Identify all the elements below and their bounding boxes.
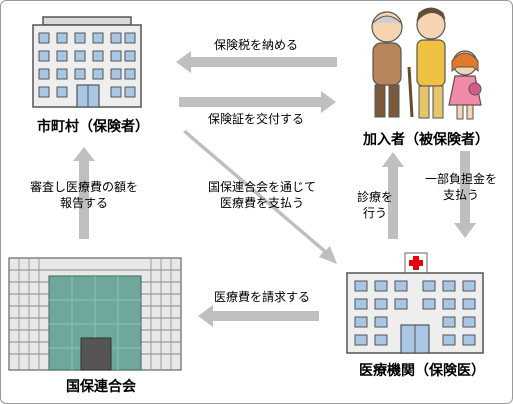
arrow-treatment [382,152,404,239]
treatment-label: 診療を 行う [356,190,393,220]
insured-family-icon [357,5,487,123]
hospital-label: 医療機関（保険医） [359,363,485,379]
insured-label: 加入者（被保険者） [363,132,489,148]
arrow-copay [454,151,476,238]
arrow-pay-tax [176,51,337,73]
claim-label: 医療費を請求する [213,290,310,304]
municipality-building-icon [29,13,145,111]
federation-building-icon [7,256,183,374]
pay-tax-label: 保険税を納める [213,38,298,52]
arrow-pay-via-federation [183,130,337,264]
arrow-report [73,147,95,239]
pay-via-federation-label: 国保連合会を通じて 医療費を支払う [207,180,316,210]
arrow-issue-card [179,91,336,113]
arrow-claim [198,305,319,327]
copay-label: 一部負担金を 支払う [424,172,497,202]
federation-label: 国保連合会 [66,379,136,395]
issue-card-label: 保険証を交付する [207,112,304,126]
hospital-building-icon [345,251,485,355]
municipality-label: 市町村（保険者） [37,119,149,135]
report-label: 審査し医療費の額を 報告する [29,180,138,210]
